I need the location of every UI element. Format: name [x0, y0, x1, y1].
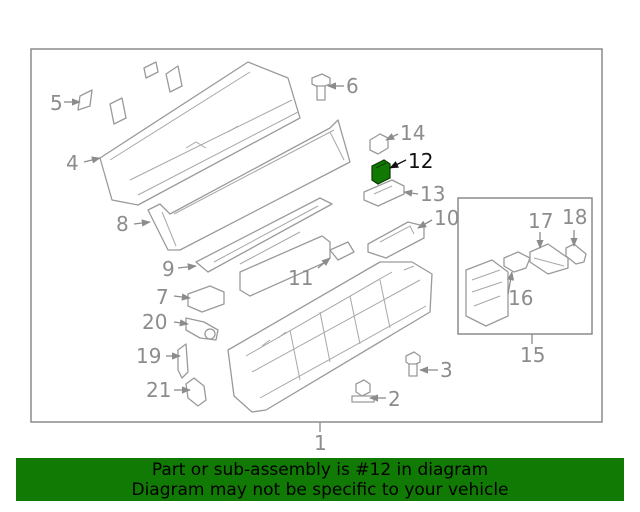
callout-19: 19: [136, 344, 161, 368]
part-16-clip: [503, 251, 531, 273]
banner-line-2: Diagram may not be specific to your vehi…: [131, 480, 509, 500]
info-banner: Part or sub-assembly is #12 in diagram D…: [16, 458, 624, 501]
leader-20: [173, 319, 189, 327]
callout-1: 1: [314, 431, 327, 455]
callout-12: 12: [408, 149, 433, 173]
callout-21: 21: [146, 378, 171, 402]
leader-10: [417, 219, 433, 229]
part-2-bolt: [351, 379, 375, 403]
leader-13: [403, 189, 419, 197]
part-10-bracket: [367, 221, 425, 259]
part-13-bracket: [363, 179, 405, 207]
part-18-clip: [565, 243, 587, 265]
leader-9: [177, 263, 197, 271]
parts-diagram: 5 4 6 14 12 13 10 8 9 11 7 20 19 21 3 2 …: [30, 48, 603, 455]
callout-8: 8: [116, 212, 129, 236]
part-8-seal: [147, 119, 351, 251]
leader-12: [389, 159, 407, 169]
leader-8: [133, 219, 151, 227]
subassembly-frame: [457, 197, 593, 335]
callout-15: 15: [520, 343, 545, 367]
part-20-connector: [185, 317, 219, 341]
callout-13: 13: [420, 182, 445, 206]
callout-18: 18: [562, 205, 587, 229]
part-12-highlighted: [371, 159, 391, 185]
part-19-bracket: [177, 343, 189, 379]
callout-10: 10: [434, 206, 459, 230]
part-21-grommet: [185, 377, 207, 407]
leader-4: [83, 156, 101, 164]
banner-line-1: Part or sub-assembly is #12 in diagram: [151, 460, 489, 480]
callout-16: 16: [508, 286, 533, 310]
part-7-sensor: [187, 285, 225, 313]
callout-14: 14: [400, 121, 425, 145]
callout-2: 2: [388, 387, 401, 411]
part-11-rail: [239, 235, 355, 297]
part-1-housing: [227, 261, 433, 413]
callout-7: 7: [156, 285, 169, 309]
part-17-bar: [529, 243, 569, 275]
leader-11: [317, 257, 331, 269]
callout-9: 9: [162, 257, 175, 281]
part-6-bolt: [311, 73, 331, 101]
callout-5: 5: [50, 91, 63, 115]
leader-16: [506, 271, 515, 295]
diagram-frame: [30, 48, 603, 423]
callout-11: 11: [288, 266, 313, 290]
callout-6: 6: [346, 74, 359, 98]
callout-20: 20: [142, 310, 167, 334]
part-9-tray: [195, 197, 333, 273]
part-15-module: [465, 259, 509, 327]
part-4-cover: [99, 61, 301, 206]
leader-7: [173, 293, 191, 301]
callout-4: 4: [66, 151, 79, 175]
callout-17: 17: [528, 209, 553, 233]
part-3-bolt: [405, 351, 421, 377]
leader-14: [385, 133, 399, 141]
callout-3: 3: [440, 358, 453, 382]
part-14-clip: [369, 133, 389, 155]
